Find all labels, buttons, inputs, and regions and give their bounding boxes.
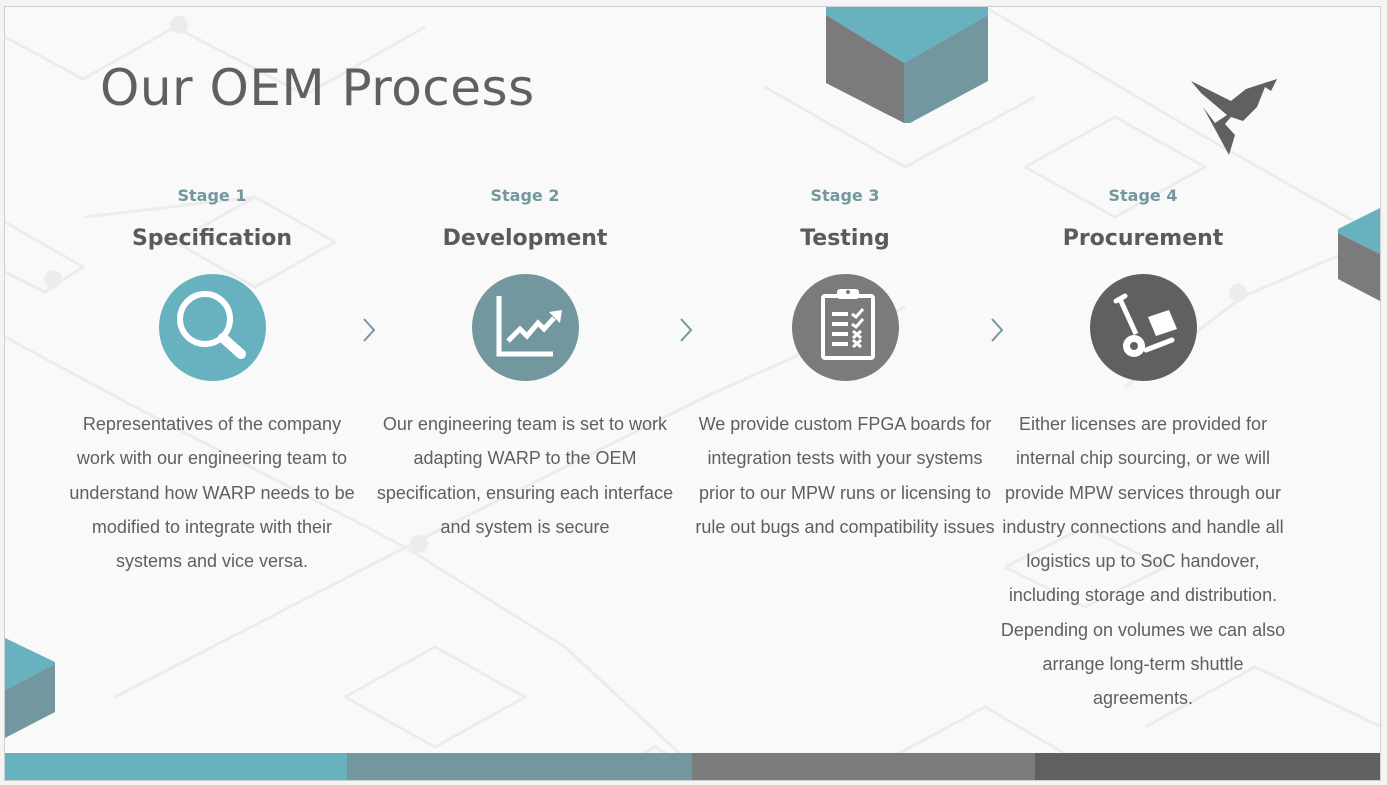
hand-truck-icon (1113, 293, 1177, 357)
stage-icon-circle (158, 274, 266, 381)
magnifying-glass-icon (176, 291, 246, 359)
stage-procurement: Stage 4 Procurement Either licenses are … (993, 183, 1293, 716)
color-bar-gray (692, 753, 1035, 780)
stage-label: Stage 4 (1108, 186, 1178, 205)
stage-development: Stage 2 Development Our engineering team… (375, 183, 675, 544)
decorative-cube-right (1338, 208, 1380, 301)
stage-description: Our engineering team is set to work adap… (376, 414, 674, 537)
color-bar-teal (5, 753, 347, 780)
stage-label: Stage 1 (177, 186, 247, 205)
growth-chart-icon (496, 296, 562, 357)
stage-specification: Stage 1 Specification Representatives of… (62, 183, 362, 578)
dragon-logo-icon (1191, 79, 1277, 155)
color-bar (5, 753, 1380, 780)
stage-title: Development (442, 226, 608, 251)
stage-description: Either licenses are provided for interna… (1000, 414, 1286, 709)
stage-description: Representatives of the company work with… (69, 414, 355, 572)
clipboard-checklist-icon (820, 289, 875, 360)
slide: Our OEM Process Stage 1 Specification Re… (4, 6, 1381, 781)
stage-label: Stage 3 (810, 186, 880, 205)
stage-title: Specification (131, 226, 293, 251)
page-title: Our OEM Process (100, 59, 535, 117)
stage-icon-circle (471, 274, 579, 381)
color-bar-dark (1035, 753, 1380, 780)
chevron-right-icon (991, 318, 1004, 342)
chevron-right-icon (680, 318, 693, 342)
chevron-right-icon (363, 318, 376, 342)
color-bar-slate (347, 753, 692, 780)
stage-description: We provide custom FPGA boards for integr… (695, 414, 995, 537)
stage-label: Stage 2 (490, 186, 560, 205)
stage-title: Testing (800, 226, 890, 251)
stage-icon-circle (791, 274, 899, 381)
stage-title: Procurement (1062, 226, 1224, 251)
stage-icon-circle (1089, 274, 1197, 381)
decorative-cube-top (826, 7, 988, 123)
decorative-cube-left (5, 638, 55, 738)
stage-testing: Stage 3 Testing W (695, 183, 995, 544)
